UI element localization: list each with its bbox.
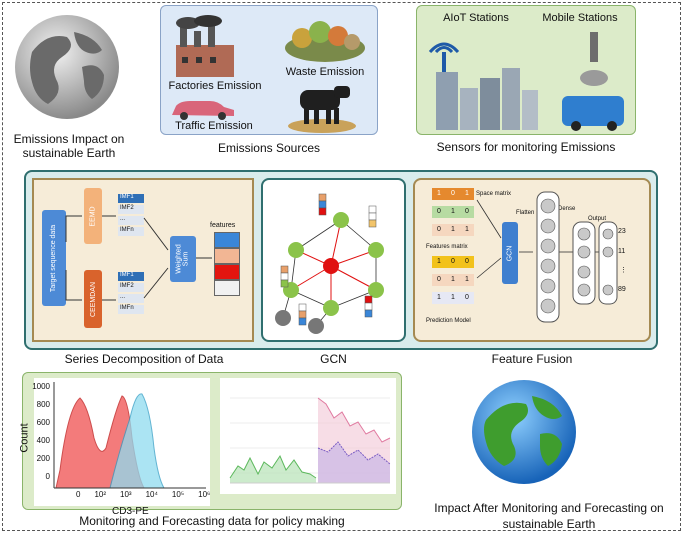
car-icon — [172, 101, 234, 120]
weighted-sum-block — [170, 236, 196, 282]
imf-bottom-list: IMF1 IMF2 ... IMFn — [118, 272, 144, 314]
features-matrix-label: Features matrix — [426, 244, 468, 250]
sensors-caption: Sensors for monitoring Emissions — [436, 140, 616, 154]
grey-globe-icon — [15, 15, 119, 119]
flatten-label: Flatten — [516, 210, 535, 216]
space-matrix-row-2: 0 1 1 — [432, 224, 474, 236]
hist-xtick: 10⁴ — [145, 490, 158, 499]
histogram-plot — [53, 382, 206, 489]
mobile-station-icon — [562, 32, 624, 131]
hist-xtick: 10⁵ — [171, 490, 185, 499]
gcn-graph — [275, 193, 384, 334]
factories-label: Factories Emission — [168, 80, 262, 92]
waste-label: Waste Emission — [285, 66, 365, 78]
city-station-icon — [428, 42, 538, 130]
waste-icon — [285, 21, 365, 62]
mobile-label: Mobile Stations — [542, 12, 618, 24]
output-value: 89 — [618, 286, 626, 293]
features-stack — [214, 232, 240, 296]
prediction-model-label: Prediction Model — [426, 318, 471, 324]
monitoring-caption: Monitoring and Forecasting data for poli… — [79, 514, 345, 528]
earth-caption: Emissions Impact on sustainable Earth — [13, 132, 125, 160]
imf-item: IMF2 — [118, 205, 144, 214]
hist-ytick: 400 — [36, 436, 50, 445]
imf-item: ... — [118, 216, 144, 225]
hist-yticks: 1000 800 600 400 200 0 — [30, 378, 50, 486]
cow-icon — [288, 86, 356, 133]
imf-item: IMFn — [118, 227, 144, 236]
hist-ytick: 200 — [36, 454, 50, 463]
series-arrows — [65, 215, 212, 301]
hist-ytick: 0 — [45, 472, 50, 481]
sources-caption: Emissions Sources — [217, 141, 321, 155]
feat-matrix-row-1: 0 1 1 — [432, 274, 474, 286]
dense-label: Dense — [558, 206, 576, 212]
feat-matrix-row-0: 1 0 0 — [432, 256, 474, 268]
imf-item: IMFn — [118, 305, 144, 314]
output-label: Output — [588, 216, 607, 222]
imf-item: ... — [118, 294, 144, 303]
hist-ytick: 800 — [36, 400, 50, 409]
traffic-label: Traffic Emission — [175, 120, 253, 132]
imf-top-list: IMF1 IMF2 ... IMFn — [118, 194, 144, 236]
hist-xtick: 10³ — [120, 490, 132, 499]
factory-icon — [176, 15, 234, 77]
series-caption: Series Decomposition of Data — [64, 352, 224, 366]
gcn-caption: GCN — [320, 352, 347, 366]
features-label: features — [210, 222, 236, 229]
space-matrix-label: Space matrix — [476, 191, 512, 197]
hist-xlabel: CD3-PE — [112, 506, 149, 517]
eemd-block — [84, 188, 102, 244]
hist-ytick: 600 — [36, 418, 50, 427]
fusion-gcn-block — [502, 222, 518, 284]
ceemdan-block — [84, 270, 102, 328]
output-value: 11 — [618, 248, 626, 255]
imf-item: IMF1 — [118, 272, 144, 281]
output-value: ⋮ — [620, 267, 627, 274]
output-value: 23 — [618, 228, 626, 235]
space-matrix-row-0: 1 0 1 — [432, 188, 474, 200]
hist-xticks: 0 10² 10³ 10⁴ 10⁵ 10⁶ — [76, 490, 210, 499]
fusion-caption: Feature Fusion — [491, 352, 573, 366]
feat-matrix-row-2: 1 1 0 — [432, 292, 474, 304]
space-matrix-row-1: 0 1 0 — [432, 206, 474, 218]
hist-xtick: 0 — [76, 490, 81, 499]
input-block — [42, 210, 66, 306]
aiot-label: AIoT Stations — [443, 12, 509, 24]
forecast-plot — [229, 397, 391, 484]
hist-ytick: 1000 — [32, 382, 50, 391]
hist-xtick: 10² — [94, 490, 107, 499]
imf-item: IMF2 — [118, 283, 144, 292]
fusion-network — [476, 191, 618, 323]
hist-ylabel: Count — [19, 423, 32, 453]
imf-item: IMF1 — [118, 194, 144, 203]
impact-caption: Impact After Monitoring and Forecasting … — [434, 501, 664, 531]
hist-xtick: 10⁶ — [198, 490, 211, 499]
blue-globe-icon — [472, 380, 576, 484]
